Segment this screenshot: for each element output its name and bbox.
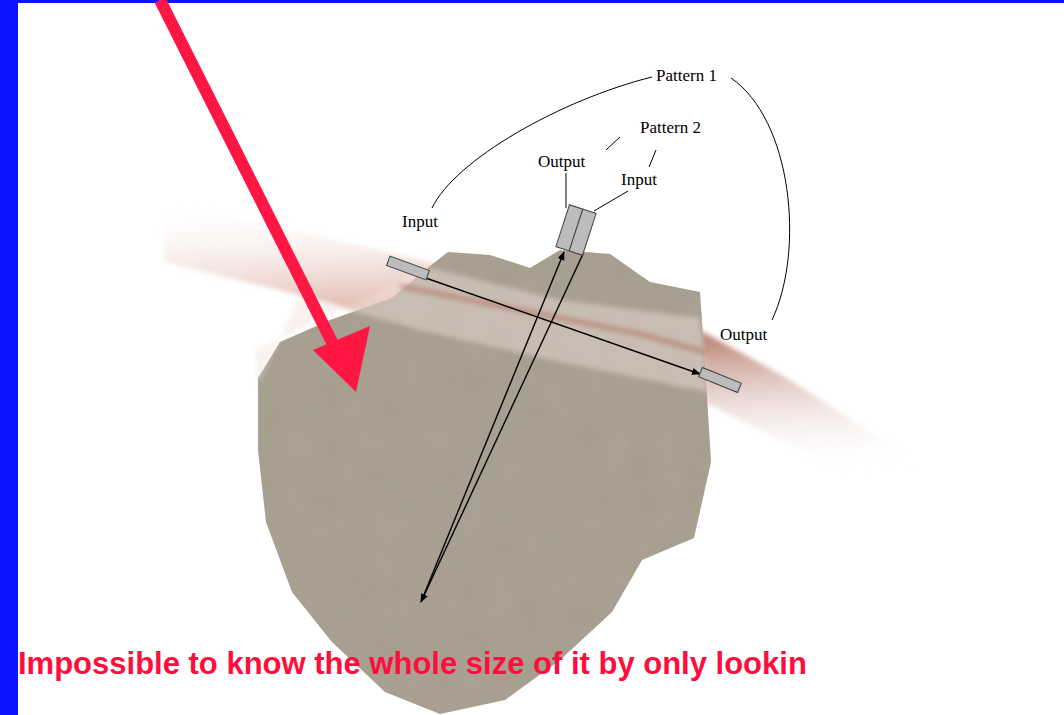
leader-line — [432, 77, 652, 208]
frame-bar — [0, 0, 18, 715]
sensor-body — [387, 256, 430, 280]
pointer-arrow — [160, 0, 338, 354]
wave-path — [421, 252, 564, 602]
sensor-label: Input — [621, 170, 657, 190]
output-sensor — [699, 367, 742, 392]
leader-line — [606, 137, 620, 150]
note-text: Impossible to know the whole size of it … — [18, 646, 807, 682]
pattern-label: Pattern 1 — [656, 66, 717, 86]
leader-lines — [432, 77, 790, 320]
leader-line — [731, 78, 790, 320]
sensor-body — [569, 209, 596, 255]
input-sensor — [387, 256, 430, 280]
leader-line — [649, 150, 656, 167]
leader-line — [566, 173, 567, 208]
transceiver-sensor — [556, 205, 596, 255]
sensor-body — [699, 367, 742, 392]
sensor-label: Output — [538, 152, 585, 172]
sensor-label: Input — [402, 212, 438, 232]
sensor-label: Output — [720, 325, 767, 345]
pointer-arrowhead — [313, 326, 370, 392]
pattern-label: Pattern 2 — [640, 118, 701, 138]
leader-line — [594, 191, 628, 211]
wave-path — [421, 254, 583, 602]
wave-path — [420, 276, 700, 374]
